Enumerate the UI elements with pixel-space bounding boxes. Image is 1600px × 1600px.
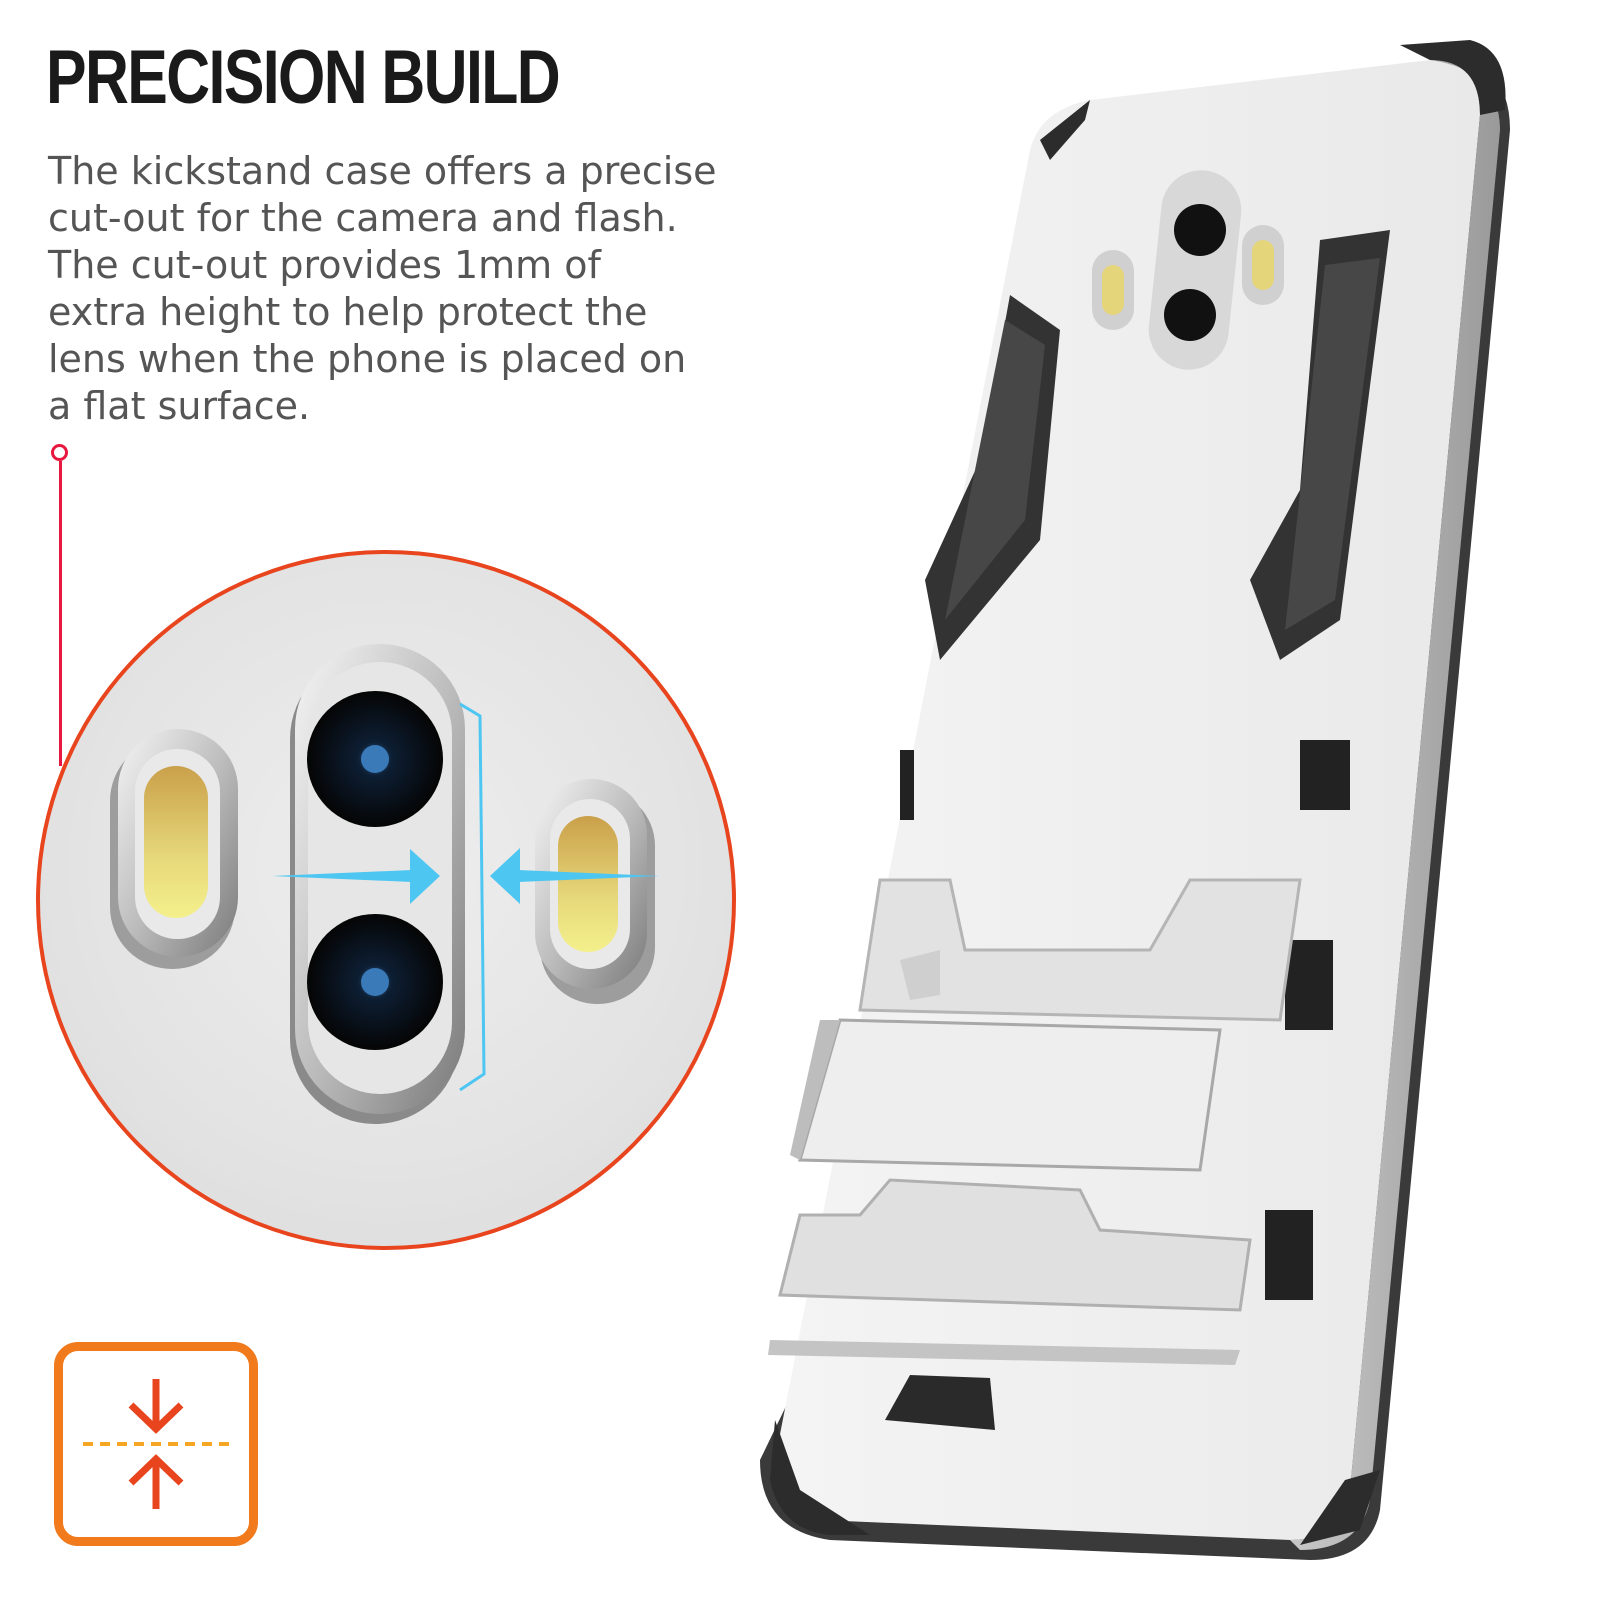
camera-zoom-illustration	[110, 644, 660, 1124]
compress-arrows-graphic	[83, 1379, 229, 1509]
description-line: lens when the phone is placed on	[48, 337, 687, 381]
description-line: The kickstand case offers a precise	[48, 149, 717, 193]
pointer-dot	[51, 444, 68, 461]
arrow-left-icon	[490, 848, 660, 904]
phone-case-illustration	[760, 40, 1510, 1560]
description-line: a flat surface.	[48, 384, 311, 428]
phone-camera	[1092, 170, 1284, 370]
left-flash	[110, 729, 238, 969]
right-flash	[535, 779, 655, 1004]
kickstand	[768, 878, 1302, 1365]
camera-zoom-circle	[36, 550, 736, 1250]
pointer-line	[59, 461, 62, 766]
arrow-right-icon	[270, 849, 440, 904]
heading: PRECISION BUILD	[46, 35, 561, 120]
description-line: cut-out for the camera and flash.	[48, 196, 678, 240]
description-line: The cut-out provides 1mm of	[48, 243, 601, 287]
description: The kickstand case offers a precise cut-…	[48, 148, 728, 430]
compress-arrows-icon	[54, 1342, 258, 1546]
main-camera-module	[290, 644, 486, 1124]
description-line: extra height to help protect the	[48, 290, 648, 334]
